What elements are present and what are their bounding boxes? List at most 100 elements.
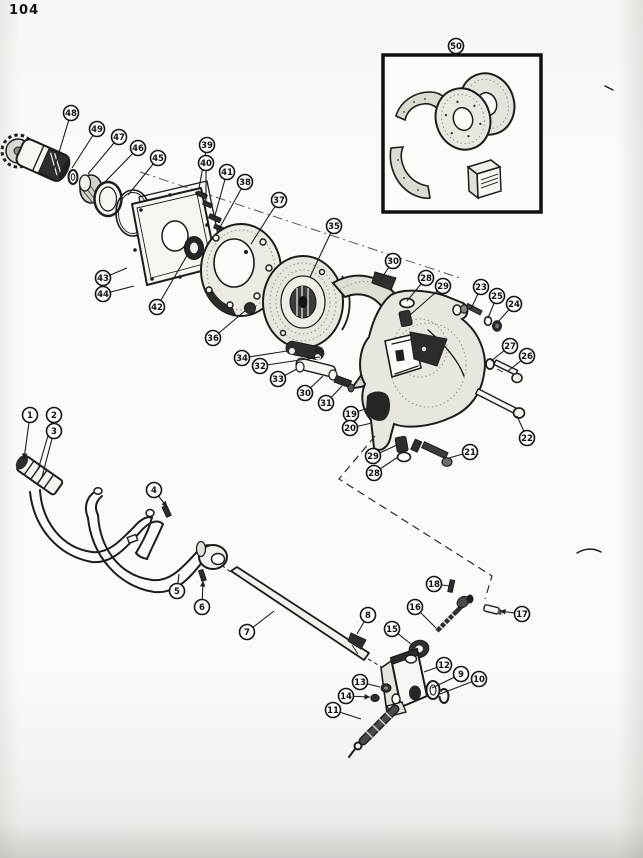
callout-22-number: 22 bbox=[521, 434, 533, 444]
callout-47-number: 47 bbox=[113, 133, 125, 143]
bolt-washer-nut-upper bbox=[459, 302, 502, 332]
callout-49-circle bbox=[88, 120, 106, 138]
callout-1-number: 1 bbox=[27, 411, 33, 421]
callout-35-circle bbox=[325, 217, 343, 235]
callout-12-number: 12 bbox=[438, 661, 450, 671]
callout-27-number: 27 bbox=[504, 342, 516, 352]
callout-28-circle bbox=[365, 464, 383, 482]
brake-housing bbox=[359, 289, 486, 451]
callout-7-circle bbox=[238, 623, 256, 641]
callout-38-number: 38 bbox=[239, 178, 251, 188]
diagram-artwork bbox=[0, 53, 614, 758]
return-spring bbox=[348, 704, 400, 758]
adjuster-cap-lower bbox=[394, 435, 453, 467]
callout-1-circle bbox=[21, 406, 39, 424]
callout-29-circle bbox=[434, 277, 452, 295]
callout-11-circle bbox=[324, 701, 342, 719]
anchor-bracket bbox=[380, 647, 429, 717]
callout-48-circle bbox=[62, 104, 80, 122]
callout-16-number: 16 bbox=[409, 603, 421, 613]
callout-25-number: 25 bbox=[491, 292, 503, 302]
leader-arrowhead-6 bbox=[199, 581, 206, 587]
callout-28-circle bbox=[417, 269, 435, 287]
snap-ring bbox=[67, 169, 79, 185]
callout-30-number: 30 bbox=[299, 389, 311, 399]
callout-48-number: 48 bbox=[65, 109, 77, 119]
leader-line-35 bbox=[309, 225, 335, 278]
callout-27-circle bbox=[501, 337, 519, 355]
callout-32-number: 32 bbox=[254, 362, 266, 372]
callout-31-circle bbox=[317, 394, 335, 412]
callout-42-number: 42 bbox=[151, 303, 163, 313]
callout-23-circle bbox=[472, 278, 490, 296]
callout-6-circle bbox=[193, 598, 211, 616]
callout-19-number: 19 bbox=[345, 410, 357, 420]
callout-22-circle bbox=[518, 429, 536, 447]
page-number: 104 bbox=[9, 3, 40, 18]
leader-arrowhead-1 bbox=[21, 453, 28, 459]
callout-23-number: 23 bbox=[475, 283, 487, 293]
callout-39-number: 39 bbox=[201, 141, 213, 151]
long-bolt bbox=[475, 388, 526, 419]
wedge-pin bbox=[347, 632, 367, 650]
callout-33-number: 33 bbox=[272, 375, 284, 385]
callout-50-number: 50 bbox=[450, 42, 462, 52]
callout-36-number: 36 bbox=[207, 334, 219, 344]
callout-20-circle bbox=[341, 419, 359, 437]
callout-30-circle bbox=[384, 252, 402, 270]
friction-disc bbox=[262, 255, 351, 349]
callout-16-circle bbox=[406, 598, 424, 616]
callout-12-circle bbox=[435, 656, 453, 674]
callout-4-number: 4 bbox=[151, 486, 157, 496]
callout-26-circle bbox=[518, 347, 536, 365]
callout-15-circle bbox=[383, 620, 401, 638]
callout-2-number: 2 bbox=[51, 411, 57, 421]
callout-32-circle bbox=[251, 357, 269, 375]
lining-kit-inset bbox=[381, 53, 543, 214]
pedal-bolt bbox=[161, 504, 172, 518]
callout-29-number: 29 bbox=[437, 282, 449, 292]
callout-26-number: 26 bbox=[521, 352, 533, 362]
callout-9-circle bbox=[452, 665, 470, 683]
callout-6-number: 6 bbox=[199, 603, 205, 613]
callout-5-circle bbox=[168, 582, 186, 600]
callout-36-circle bbox=[204, 329, 222, 347]
leader-line-32 bbox=[259, 356, 321, 367]
pivot-plug bbox=[244, 302, 256, 314]
callout-29-number: 29 bbox=[367, 452, 379, 462]
callout-49-number: 49 bbox=[91, 125, 103, 135]
callout-15-number: 15 bbox=[386, 625, 398, 635]
brake-pedal-right bbox=[15, 455, 164, 564]
dashed-connector bbox=[338, 435, 493, 600]
bolt-washer-mid bbox=[485, 358, 523, 384]
leader-arrowhead-4 bbox=[161, 500, 167, 507]
brake-pedal-left bbox=[84, 487, 228, 594]
callout-46-circle bbox=[129, 139, 147, 157]
leader-line-42 bbox=[156, 251, 190, 308]
callout-17-number: 17 bbox=[516, 610, 528, 620]
callout-30-number: 30 bbox=[387, 257, 399, 267]
band-linkage bbox=[285, 340, 355, 393]
callout-46-number: 46 bbox=[132, 144, 144, 154]
hub-pin bbox=[198, 568, 207, 582]
callout-34-circle bbox=[233, 349, 251, 367]
callout-18-number: 18 bbox=[428, 580, 440, 590]
brake-lining-long bbox=[389, 146, 431, 200]
oil-seal bbox=[184, 236, 204, 260]
rivet-box bbox=[466, 159, 502, 200]
callout-31-number: 31 bbox=[320, 399, 332, 409]
callout-39-circle bbox=[198, 136, 216, 154]
callout-11-number: 11 bbox=[327, 706, 339, 716]
callout-44-number: 44 bbox=[97, 290, 109, 300]
callout-45-number: 45 bbox=[152, 154, 164, 164]
callout-28-number: 28 bbox=[368, 469, 380, 479]
callout-10-circle bbox=[470, 670, 488, 688]
callout-43-circle bbox=[94, 269, 112, 287]
callout-25-circle bbox=[488, 287, 506, 305]
scan-mark bbox=[576, 548, 602, 554]
leader-line-38 bbox=[218, 181, 246, 230]
callout-33-circle bbox=[269, 370, 287, 388]
callout-3-circle bbox=[45, 422, 63, 440]
